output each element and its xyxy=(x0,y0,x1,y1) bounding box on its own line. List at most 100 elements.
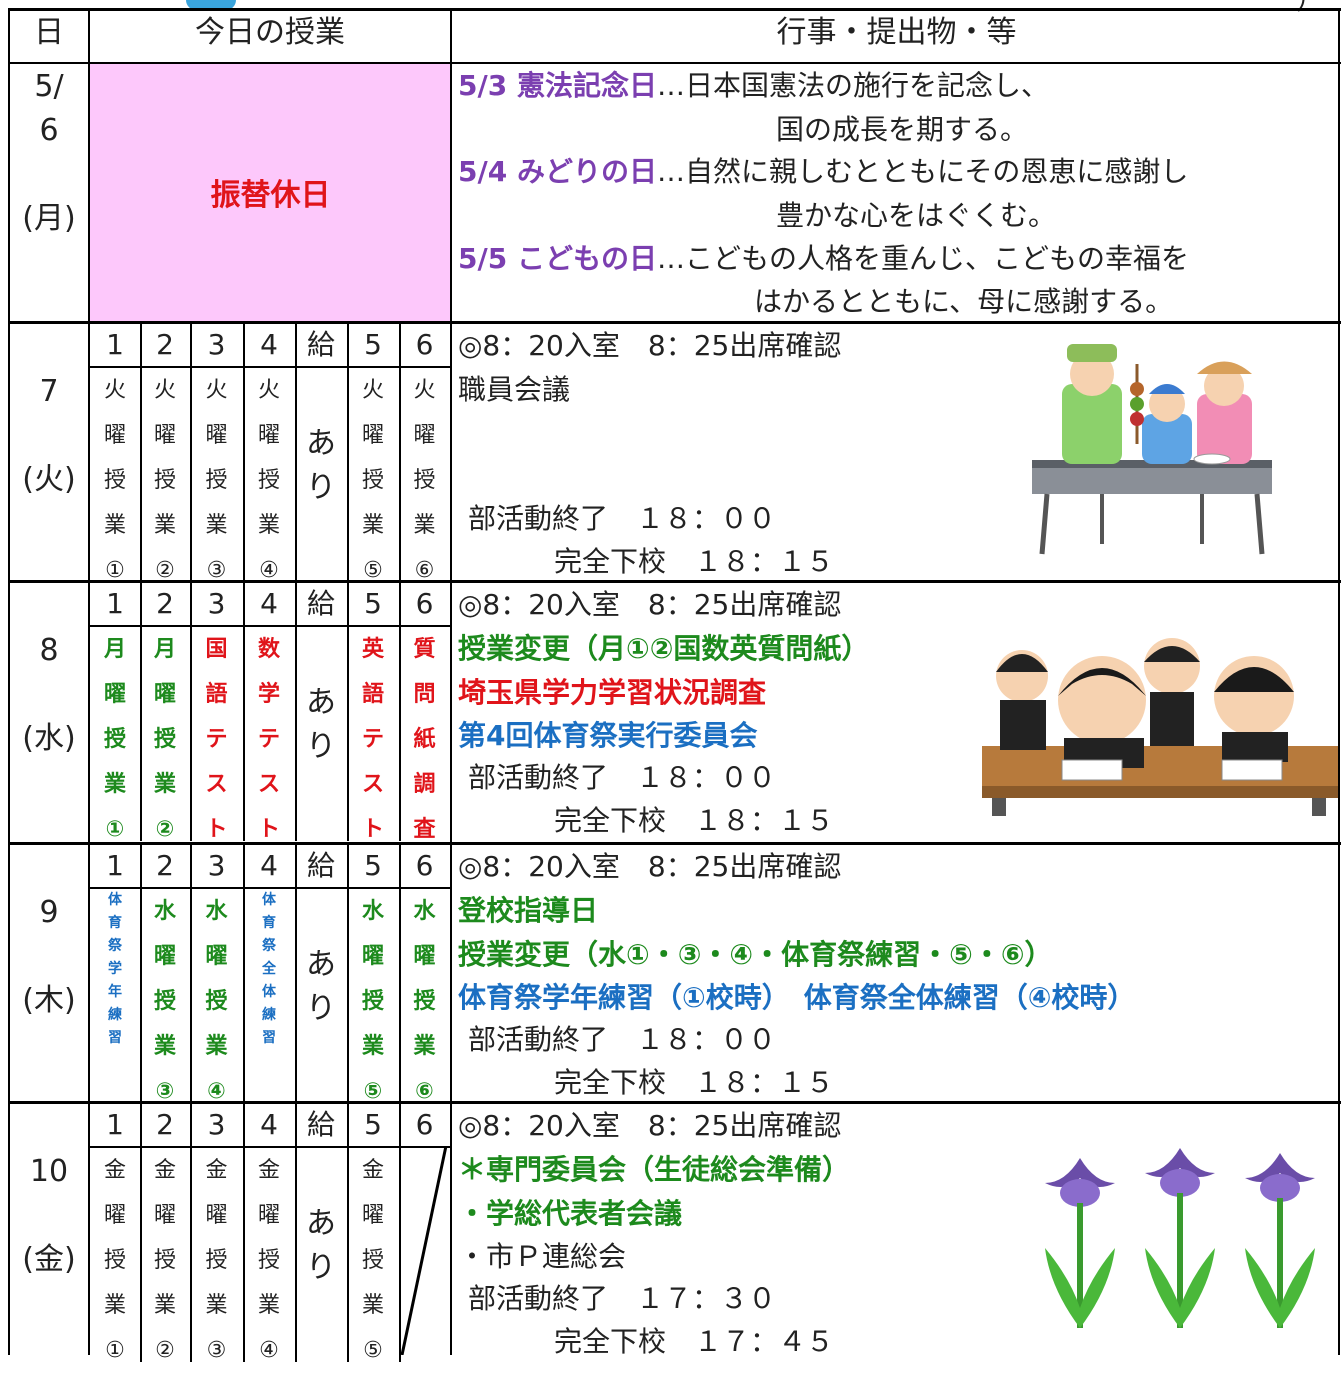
bbq-family-illustration xyxy=(1032,344,1272,555)
period-char: 曜 xyxy=(103,423,126,448)
period-char: 曜 xyxy=(153,423,176,448)
row-divider xyxy=(8,580,1341,583)
period-char: 業 xyxy=(361,1293,384,1318)
period-char: 火 xyxy=(103,378,126,403)
event-line: 部活動終了 １８：００ xyxy=(468,761,777,794)
event-line: 豊かな心をはぐくむ。 xyxy=(776,199,1057,232)
period-char: 業 xyxy=(361,513,384,538)
period-char: 業 xyxy=(257,513,280,538)
period-char: 業 xyxy=(153,1034,176,1059)
period-number: 1 xyxy=(106,849,124,882)
period-char: 水 xyxy=(205,899,228,924)
period-char: 曜 xyxy=(153,944,176,969)
period-column-divider xyxy=(140,583,142,841)
period-char: ⑥ xyxy=(415,1079,434,1104)
table-border-left xyxy=(8,8,10,1355)
event-line: 体育祭学年練習（①校時） 体育祭全体練習（④校時） xyxy=(458,981,1136,1014)
event-line: 完全下校 １８：１５ xyxy=(554,545,835,578)
period-char: 曜 xyxy=(103,1203,126,1228)
day-label: (火) xyxy=(22,462,76,497)
kyushoku-cell: あり xyxy=(295,422,347,510)
day-label: 8 xyxy=(39,633,59,668)
period-cell: 国語テスト xyxy=(190,627,243,852)
event-line: はかるとともに、母に感謝する。 xyxy=(754,285,1174,318)
day-label: (金) xyxy=(22,1242,76,1277)
period-number: 3 xyxy=(207,849,226,882)
period-char: 火 xyxy=(257,378,280,403)
period-char: 体 xyxy=(262,984,276,1000)
period-char: 授 xyxy=(153,1248,176,1273)
period-char: 授 xyxy=(361,989,384,1014)
period-char: 国 xyxy=(205,637,228,662)
period-number: 1 xyxy=(106,328,124,361)
period-char: 授 xyxy=(153,468,176,493)
period-char: 調 xyxy=(413,772,436,797)
period-column-divider xyxy=(347,324,349,582)
period-char: 質 xyxy=(413,637,436,662)
period-char: ④ xyxy=(259,1338,279,1363)
period-column-divider xyxy=(243,1104,245,1362)
period-column-divider xyxy=(295,845,297,1103)
period-char: 学 xyxy=(257,682,280,707)
day-divider xyxy=(88,8,90,1355)
period-char: 火 xyxy=(153,378,176,403)
period-char: 業 xyxy=(103,1293,126,1318)
period-char: 授 xyxy=(103,468,126,493)
period-char: 曜 xyxy=(361,423,384,448)
iris-flowers-illustration xyxy=(1045,1148,1315,1328)
period-char: 祭 xyxy=(108,938,122,954)
period-column-divider xyxy=(399,845,401,1103)
period-char: 火 xyxy=(361,378,384,403)
period-column-divider xyxy=(190,324,192,582)
day-label: 5/ xyxy=(34,69,64,104)
day-label: (木) xyxy=(22,983,76,1018)
event-line: 第4回体育祭実行委員会 xyxy=(458,719,758,752)
event-line: ・市Ｐ連総会 xyxy=(458,1240,627,1273)
day-label: 6 xyxy=(39,113,59,148)
period-char: ② xyxy=(155,558,175,583)
period-column-divider xyxy=(347,1104,349,1362)
period-char: 曜 xyxy=(257,423,280,448)
event-line: 完全下校 １８：１５ xyxy=(554,804,835,837)
event-line: 埼玉県学力学習状況調査 xyxy=(458,676,767,709)
period-char: 業 xyxy=(103,513,126,538)
period-char: 水 xyxy=(153,899,176,924)
period-char: ① xyxy=(105,558,125,583)
period-char: 授 xyxy=(361,1248,384,1273)
period-column-divider xyxy=(347,583,349,841)
period-char: 曜 xyxy=(205,423,228,448)
period-column-divider xyxy=(347,845,349,1103)
event-line: ◎8：20入室 8：25出席確認 xyxy=(458,588,842,621)
period-number: 給 xyxy=(306,328,335,361)
period-char: ② xyxy=(155,1338,175,1363)
period-column-divider xyxy=(399,324,401,582)
period-column-divider xyxy=(295,324,297,582)
period-number: 4 xyxy=(260,587,278,620)
period-column-divider xyxy=(190,845,192,1103)
period-char: 体 xyxy=(262,892,276,908)
period-char: 金 xyxy=(205,1158,228,1183)
kyushoku-cell: あり xyxy=(295,943,347,1031)
period-column-divider xyxy=(399,583,401,841)
period-number: 給 xyxy=(306,849,335,882)
event-line: 完全下校 １７：４５ xyxy=(554,1325,835,1358)
period-char: ⑤ xyxy=(363,1338,383,1363)
day-label: (月) xyxy=(22,201,76,236)
period-number: 2 xyxy=(156,849,174,882)
period-char: ④ xyxy=(259,558,279,583)
kyushoku-char: り xyxy=(306,729,336,764)
period-char: ③ xyxy=(155,1079,175,1104)
period-char: 火 xyxy=(413,378,436,403)
header-classes: 今日の授業 xyxy=(195,15,345,50)
kyushoku-char: あ xyxy=(306,426,336,461)
events-divider xyxy=(450,8,452,1355)
event-line: ・学総代表者会議 xyxy=(458,1197,683,1230)
period-char: 業 xyxy=(153,1293,176,1318)
